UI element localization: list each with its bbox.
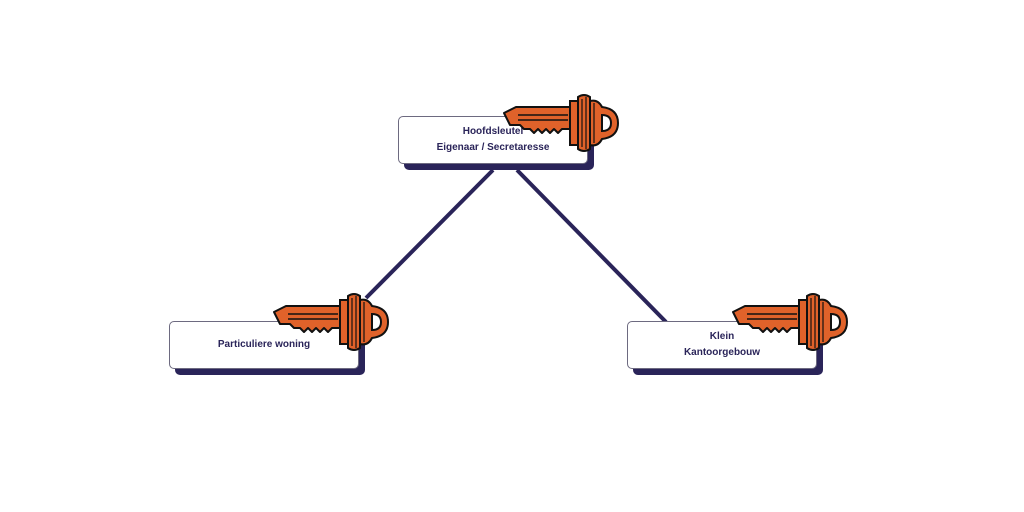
connector-top-left	[364, 168, 495, 300]
node-subtitle: Kantoorgebouw	[683, 347, 761, 358]
key-icon	[273, 293, 389, 351]
node-title: Klein	[709, 331, 735, 342]
node-small-office: Klein Kantoorgebouw	[627, 321, 823, 375]
node-card: Klein Kantoorgebouw	[627, 321, 817, 369]
node-title: Hoofdsleutel	[462, 126, 524, 137]
key-icon	[732, 293, 848, 351]
node-subtitle: Eigenaar / Secretaresse	[436, 142, 550, 153]
node-title: Particuliere woning	[217, 339, 311, 350]
connector-top-right	[515, 168, 668, 324]
key-icon	[503, 94, 619, 152]
